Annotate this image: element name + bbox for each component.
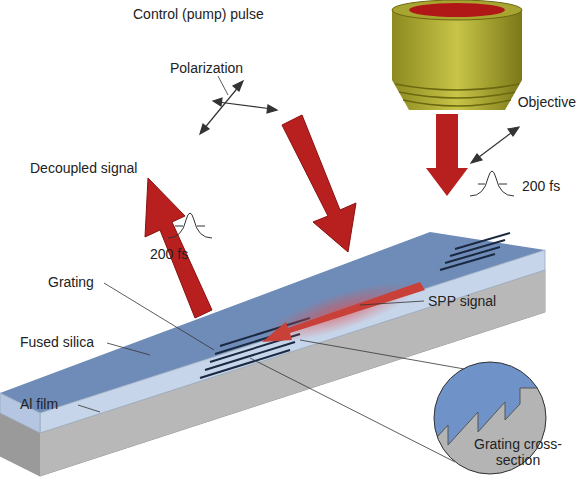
part-label: Control (pump) pulse	[133, 6, 264, 22]
part-label: Polarization	[170, 60, 243, 76]
decoupled-arrow	[145, 178, 212, 318]
part-label: Decoupled signal	[30, 160, 137, 176]
part-label: 200 fs	[522, 178, 560, 194]
grating	[200, 233, 510, 378]
objective	[392, 0, 522, 110]
polarization-arrows	[200, 76, 519, 163]
spp-arrow	[262, 282, 425, 342]
part-label: Grating	[48, 274, 94, 290]
pulse-shape	[168, 171, 514, 238]
part-label: Grating cross-section	[468, 436, 568, 468]
pump-arrow	[282, 115, 356, 252]
part-label: 200 fs	[150, 246, 188, 262]
probe-arrow	[426, 114, 468, 196]
part-label: SPP signal	[428, 293, 496, 309]
part-label: Fused silica	[20, 334, 94, 350]
part-label: Al film	[20, 396, 58, 412]
part-label: Objective	[518, 94, 576, 110]
